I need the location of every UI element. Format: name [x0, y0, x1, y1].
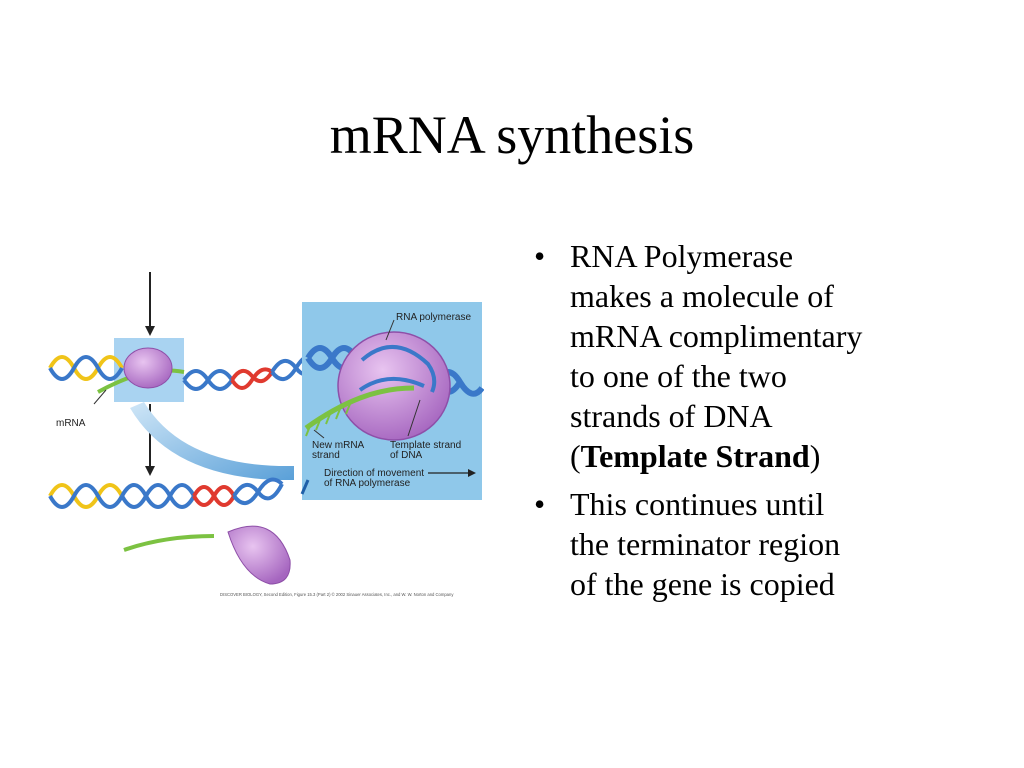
new-mrna-leader [313, 429, 325, 439]
bullet-dot: • [534, 486, 546, 522]
bullet-2-line-2: the terminator region [570, 526, 841, 562]
released-polymerase [227, 525, 291, 585]
rna-polymerase-leader [385, 319, 395, 341]
direction-arrow [428, 469, 476, 477]
bullet-1-line-1: RNA Polymerase [570, 238, 794, 274]
direction-label-line2: of RNA polymerase [324, 478, 411, 489]
bullet-1-line-4: to one of the two [570, 358, 787, 394]
down-arrow-top [145, 272, 155, 336]
polymerase-small [123, 347, 173, 389]
inset-strand-tick [300, 479, 310, 495]
bullet-dot: • [534, 238, 546, 274]
paren-open: ( [570, 438, 581, 474]
figure-credit: DISCOVER BIOLOGY, Second Edition, Figure… [220, 592, 454, 597]
inset-open-strands [304, 345, 437, 437]
template-strand-term: Template Strand [580, 438, 810, 474]
new-mrna-label-line1: New mRNA [312, 440, 365, 451]
mrna-label: mRNA [56, 418, 86, 429]
bullet-1-line-3: mRNA complimentary [570, 318, 863, 354]
transcription-figure: mRNA RNA polymerase New mRNA strand Temp… [44, 268, 485, 608]
bullet-item-1: • RNA Polymerase makes a molecule of mRN… [528, 236, 948, 476]
new-mrna-label-line2: strand [312, 450, 340, 461]
released-mrna [123, 534, 215, 552]
zoom-connector [130, 402, 294, 481]
bullet-item-2: • This continues until the terminator re… [528, 484, 948, 604]
rna-polymerase-label: RNA polymerase [396, 312, 471, 323]
bullet-2-line-1: This continues until [570, 486, 825, 522]
template-strand-label-line1: Template strand [390, 440, 461, 451]
bullet-1-line-2: makes a molecule of [570, 278, 834, 314]
mrna-leader-line [93, 389, 107, 405]
bullet-1-line-5: strands of DNA [570, 398, 773, 434]
bullet-list: • RNA Polymerase makes a molecule of mRN… [528, 236, 948, 612]
dna-helix-lower [48, 477, 284, 509]
paren-close: ) [809, 438, 821, 474]
template-strand-label-line2: of DNA [390, 450, 423, 461]
direction-label-line1: Direction of movement [324, 468, 424, 479]
transcription-diagram: mRNA RNA polymerase New mRNA strand Temp… [48, 272, 485, 597]
dna-helix-upper [48, 353, 322, 394]
bullet-2-line-3: of the gene is copied [570, 566, 835, 602]
template-strand-leader [407, 399, 421, 437]
slide-title: mRNA synthesis [329, 105, 695, 165]
